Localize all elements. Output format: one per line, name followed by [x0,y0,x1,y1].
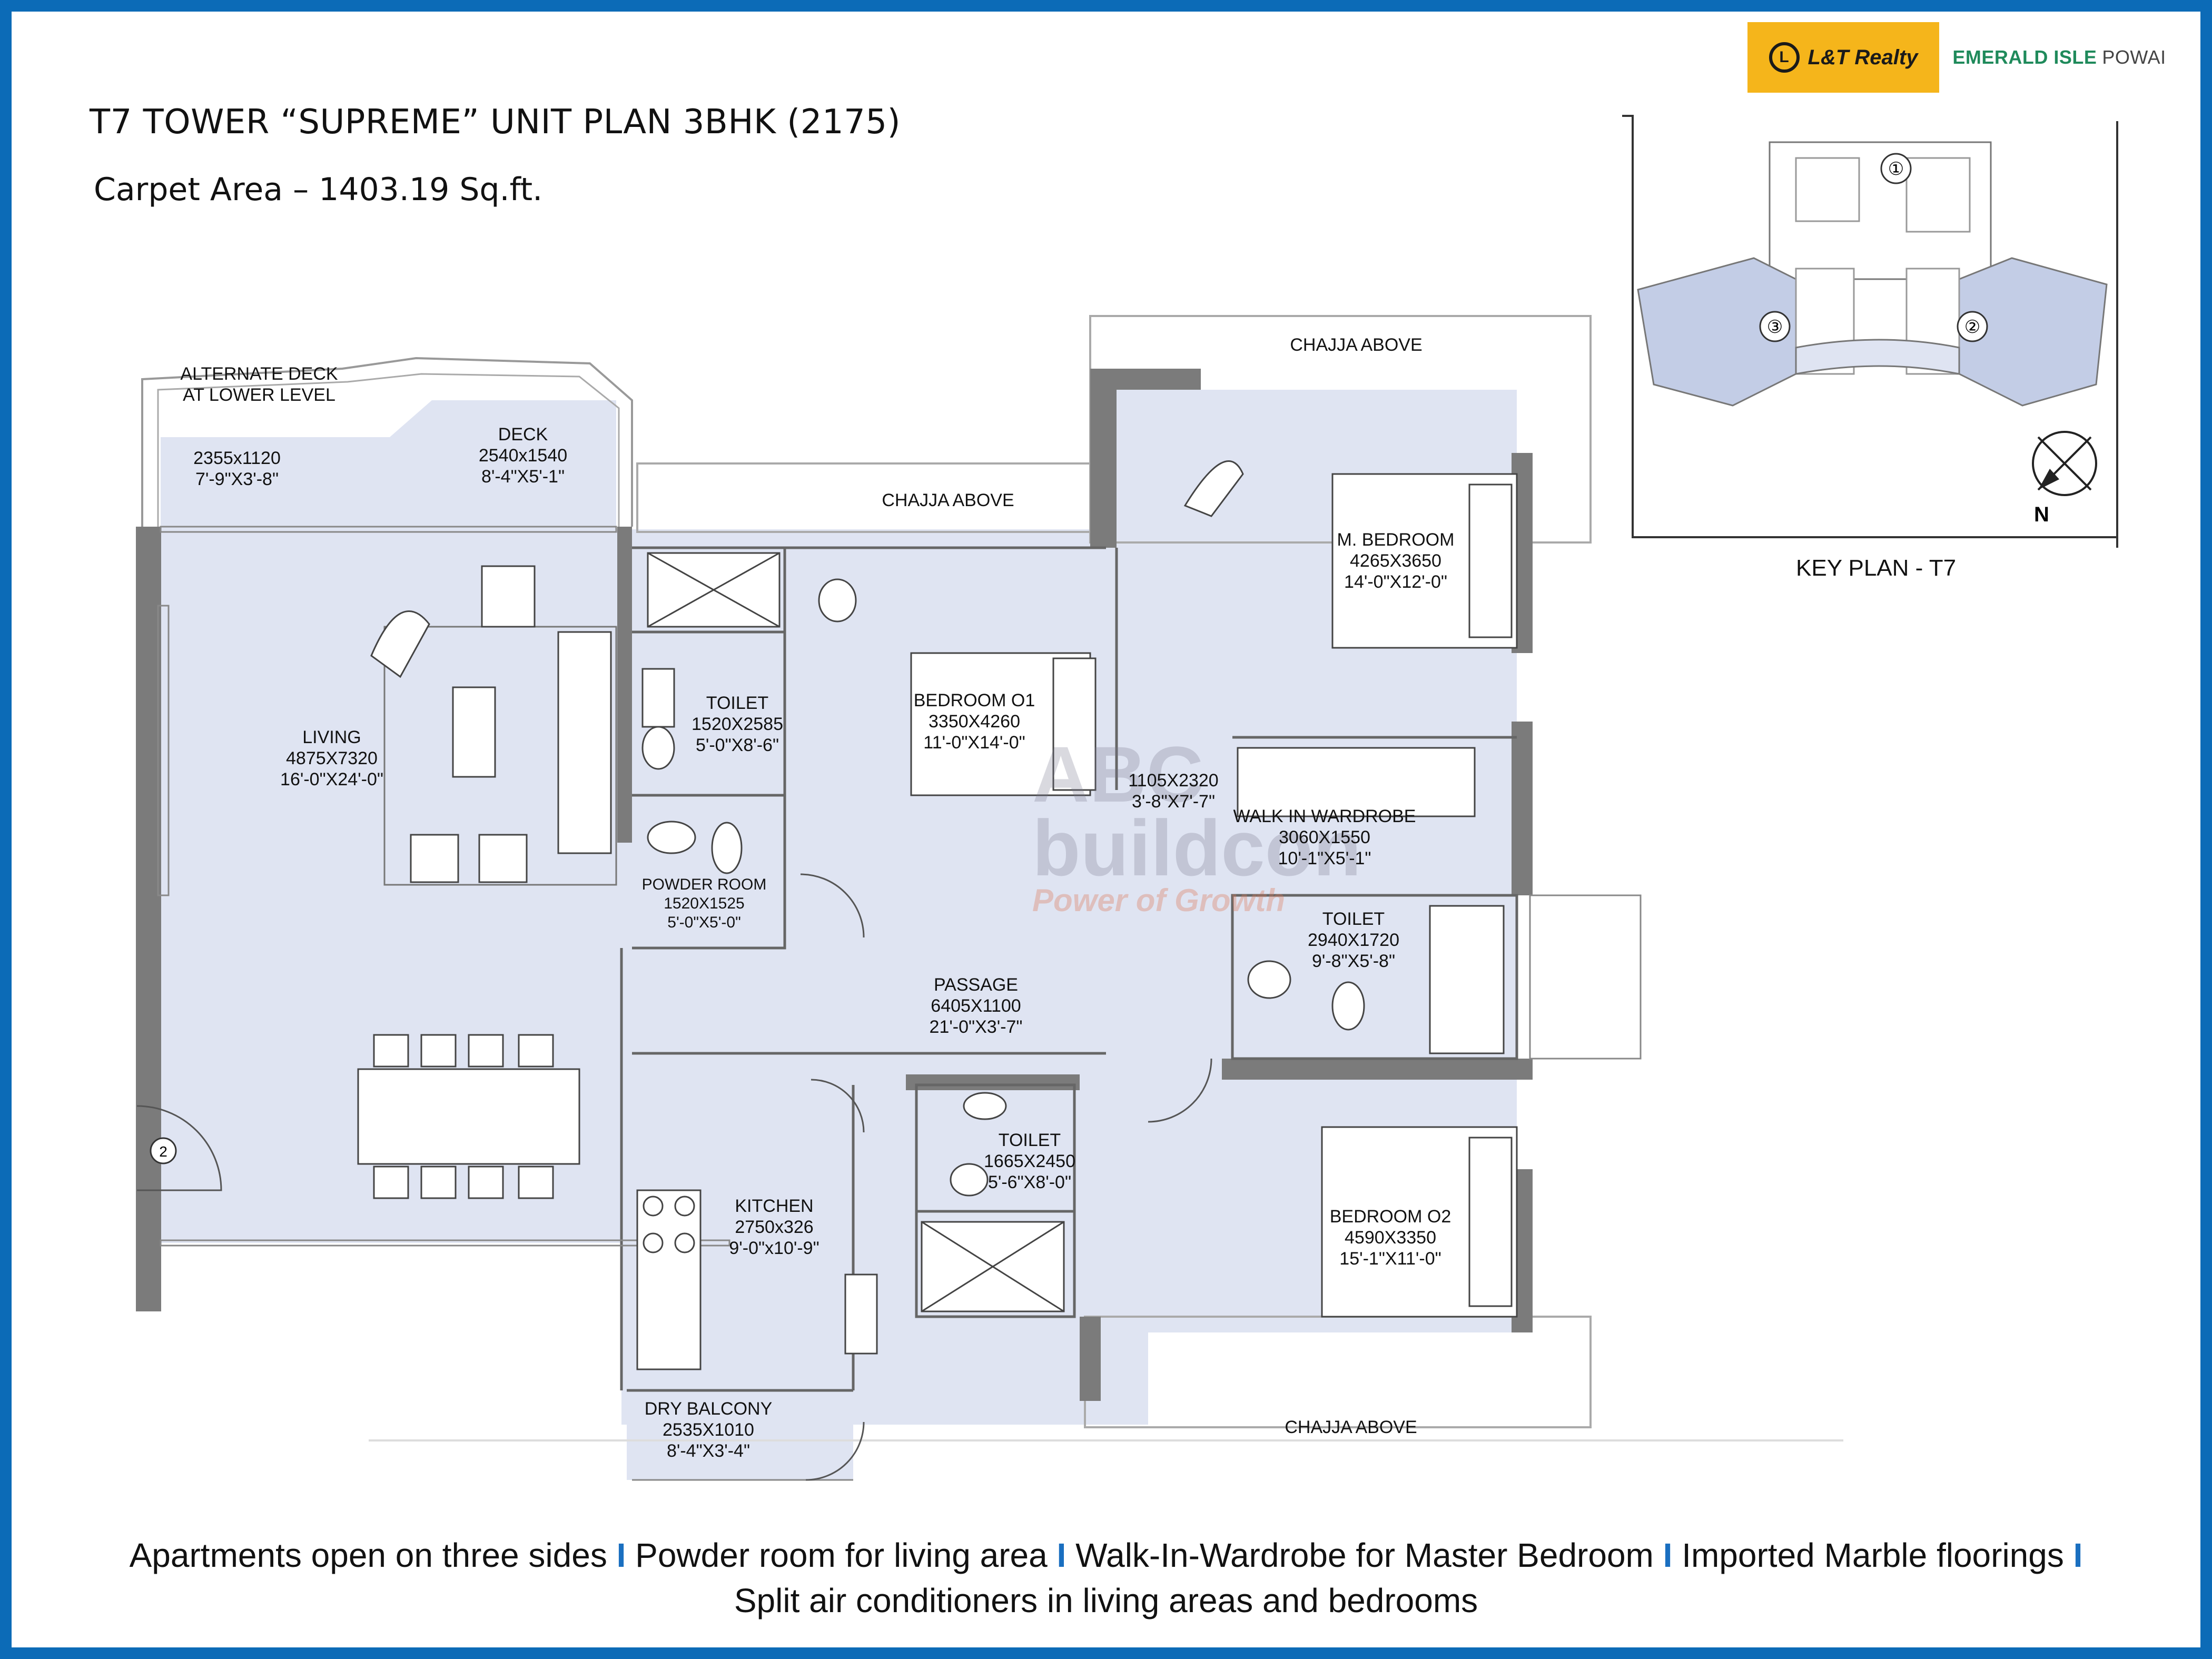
project-location: POWAI [2102,46,2166,68]
label-chajja-right: CHAJJA ABOVE [1290,335,1423,355]
feature-separator: I [1663,1536,1673,1574]
feature-powder-room: Powder room for living area [635,1536,1048,1574]
key-plan-label-1: ① [1888,159,1904,180]
page-title: T7 TOWER “SUPREME” UNIT PLAN 3BHK (2175) [90,103,901,142]
key-plan-corridor [1795,339,1960,375]
feature-footer: Apartments open on three sides I Powder … [16,1533,2196,1623]
entry-marker-label: 2 [159,1143,167,1160]
label-chajja-bottom: CHAJJA ABOVE [1285,1417,1417,1437]
feature-separator: I [2073,1536,2083,1574]
walls [136,369,1533,1401]
chajja-top-mid [636,462,1097,533]
feature-separator: I [616,1536,626,1574]
label-chajja-mid: CHAJJA ABOVE [882,490,1014,510]
project-name: EMERALD ISLE [1952,46,2097,68]
key-plan-label-3: ③ [1767,317,1783,338]
lt-logo-icon: L [1769,42,1800,73]
north-arrow-icon: N [2032,431,2097,526]
lt-realty-name: L&T Realty [1808,45,1918,69]
feature-split-ac: Split air conditioners in living areas a… [734,1582,1478,1619]
carpet-area: Carpet Area – 1403.19 Sq.ft. [94,171,543,208]
doors [136,873,1212,1481]
emerald-isle-logo: EMERALD ISLE POWAI [1939,22,2179,93]
feature-walk-in-wardrobe: Walk-In-Wardrobe for Master Bedroom [1075,1536,1654,1574]
lt-realty-logo: L L&T Realty [1747,22,1939,93]
brand-banner: L L&T Realty EMERALD ISLE POWAI [1747,22,2179,93]
key-plan: ① ③ ② N [1622,115,2118,548]
feature-separator: I [1056,1536,1066,1574]
key-plan-label: KEY PLAN - T7 [1796,555,1957,581]
floor-area [161,390,1517,1480]
key-plan-unit-1: ① [1769,141,1992,280]
feature-marble: Imported Marble floorings [1682,1536,2064,1574]
feature-three-sides: Apartments open on three sides [129,1536,607,1574]
chajja-bottom [1084,1316,1592,1428]
key-plan-label-2: ② [1964,317,1980,338]
windows [157,526,1642,1481]
deck-railing [141,357,633,527]
furniture [357,460,1518,1370]
north-label: N [2034,503,2049,526]
label-alt-deck: ALTERNATE DECK AT LOWER LEVEL [180,364,338,405]
entry-marker [150,1137,177,1164]
